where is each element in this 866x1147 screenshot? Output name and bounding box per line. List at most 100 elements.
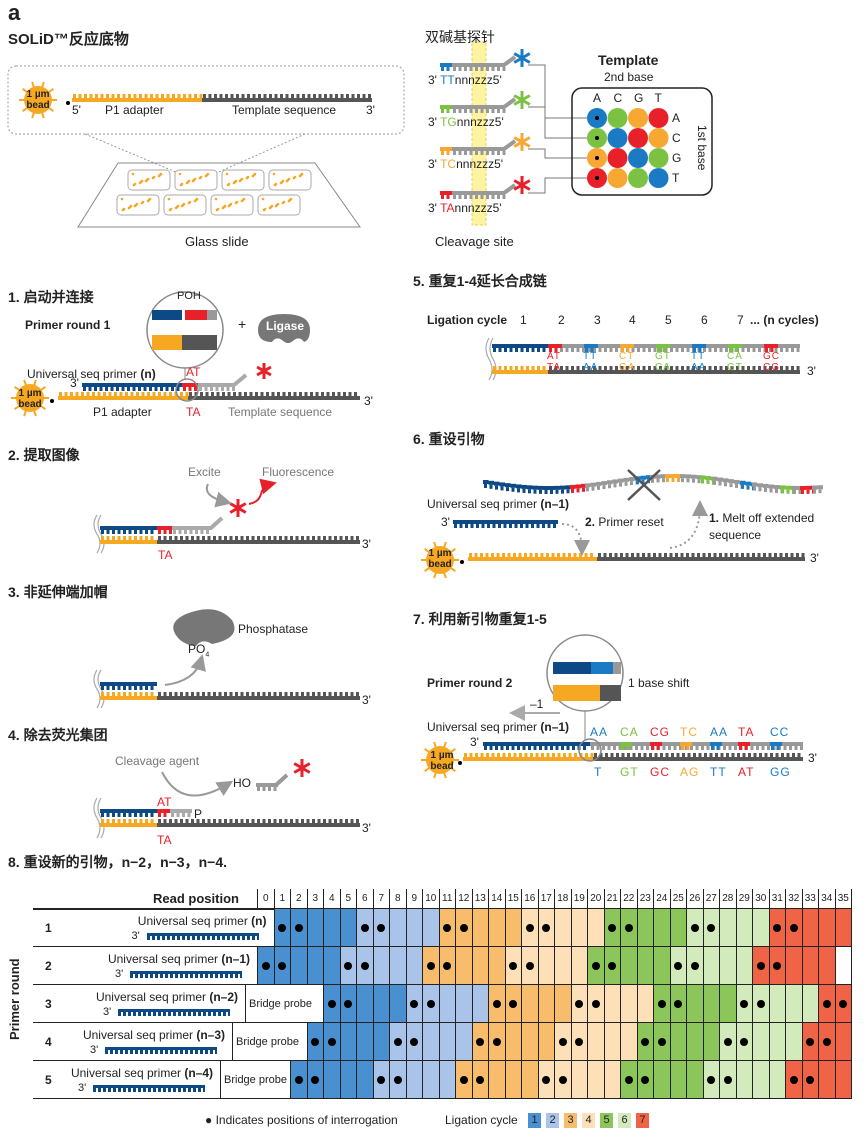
melt-off-label: 1. Melt off extended [709, 511, 815, 525]
base-tooth [306, 536, 310, 540]
base-tooth [758, 487, 762, 492]
read-position-number: 22 [621, 889, 638, 908]
probe-connector [528, 177, 597, 194]
zoom-gap [196, 320, 199, 335]
col-base-label: T [654, 91, 662, 105]
released-strand [661, 474, 667, 479]
base-tooth [226, 387, 230, 391]
interrogation-dot [443, 961, 452, 970]
released-strand [728, 479, 734, 484]
read-position-number: 32 [786, 889, 803, 908]
base-tooth [218, 692, 222, 696]
table-cell [588, 985, 605, 1023]
template-strand [597, 557, 805, 561]
table-cell [769, 947, 786, 985]
probe-linker [502, 183, 517, 195]
table-cell [786, 985, 803, 1023]
base-tooth [356, 536, 359, 540]
base-tooth [214, 94, 217, 98]
probe-body [452, 105, 505, 109]
table-cell [736, 985, 753, 1023]
base-tooth [368, 94, 371, 98]
base-tooth [127, 387, 130, 391]
interrogation-dot [674, 961, 683, 970]
base-tooth [486, 151, 489, 155]
base-tooth [134, 686, 137, 690]
base-tooth [670, 348, 673, 352]
bead-dot [199, 175, 203, 179]
base-tooth [497, 753, 500, 757]
base-tooth [797, 753, 801, 757]
base-tooth [508, 753, 511, 757]
base-tooth [785, 348, 789, 352]
probes-title: 双碱基探针 [425, 29, 495, 45]
base-tooth [491, 195, 495, 199]
header-divider [256, 889, 258, 908]
base-tooth [110, 387, 114, 391]
interrogation-dot [690, 923, 699, 932]
table-cell [621, 947, 638, 985]
base-tooth [731, 753, 735, 757]
table-cell [373, 985, 390, 1023]
base-tooth [260, 392, 264, 396]
base-tooth [613, 746, 616, 750]
base-tooth [713, 553, 717, 557]
step8-title: 8. 重设新的引物，n−2，n−3，n−4. [8, 854, 227, 870]
top-base-pair: CC [770, 725, 790, 739]
base-tooth [139, 536, 143, 540]
base-tooth [529, 553, 533, 557]
interrogation-dot [740, 999, 749, 1008]
bead-dot [246, 175, 250, 179]
base-tooth [524, 753, 528, 757]
base-tooth [806, 489, 810, 494]
base-tooth [653, 553, 656, 557]
base-tooth [203, 94, 206, 98]
base-tooth [515, 366, 518, 370]
base-tooth [675, 366, 679, 370]
base-tooth [562, 553, 566, 557]
zoom-gap [612, 674, 615, 685]
table-cell [753, 909, 770, 947]
bead-dot [300, 172, 304, 176]
table-cell [538, 947, 555, 985]
base-tooth [770, 348, 774, 352]
interrogation-dot [723, 1075, 732, 1084]
zoom-probe [613, 662, 621, 674]
released-strand [691, 474, 697, 479]
base-tooth [263, 94, 267, 98]
bead-dot [214, 197, 218, 201]
ligated-probe-bases [710, 742, 722, 746]
base-tooth [725, 366, 728, 370]
base-tooth [635, 746, 638, 750]
probe-body [452, 191, 505, 195]
base-tooth [767, 746, 770, 750]
slide-well [210, 194, 254, 216]
three-prime-label: 3' [441, 515, 450, 529]
base-tooth [174, 692, 178, 696]
template-strand [593, 757, 803, 761]
base-tooth [598, 348, 602, 352]
table-cell [423, 909, 440, 947]
base-tooth [491, 753, 495, 757]
base-tooth [786, 753, 790, 757]
base-tooth [152, 392, 156, 396]
base-tooth [185, 392, 189, 396]
p1-adapter-strand [72, 98, 202, 102]
base-tooth [638, 753, 641, 757]
table-cell [324, 1023, 341, 1061]
base-tooth [106, 536, 110, 540]
base-tooth [163, 813, 167, 817]
base-tooth [560, 366, 563, 370]
base-tooth [321, 392, 324, 396]
bead-dot [282, 200, 286, 204]
table-cell [307, 1061, 324, 1099]
base-tooth [150, 94, 153, 98]
base-tooth [103, 392, 106, 396]
interrogation-dot [806, 1075, 815, 1084]
base-tooth [599, 753, 603, 757]
base-tooth [656, 746, 660, 750]
adapter-strand [463, 757, 593, 761]
base-tooth [686, 746, 690, 750]
base-tooth [789, 746, 792, 750]
ligated-probe-bases [764, 344, 778, 348]
